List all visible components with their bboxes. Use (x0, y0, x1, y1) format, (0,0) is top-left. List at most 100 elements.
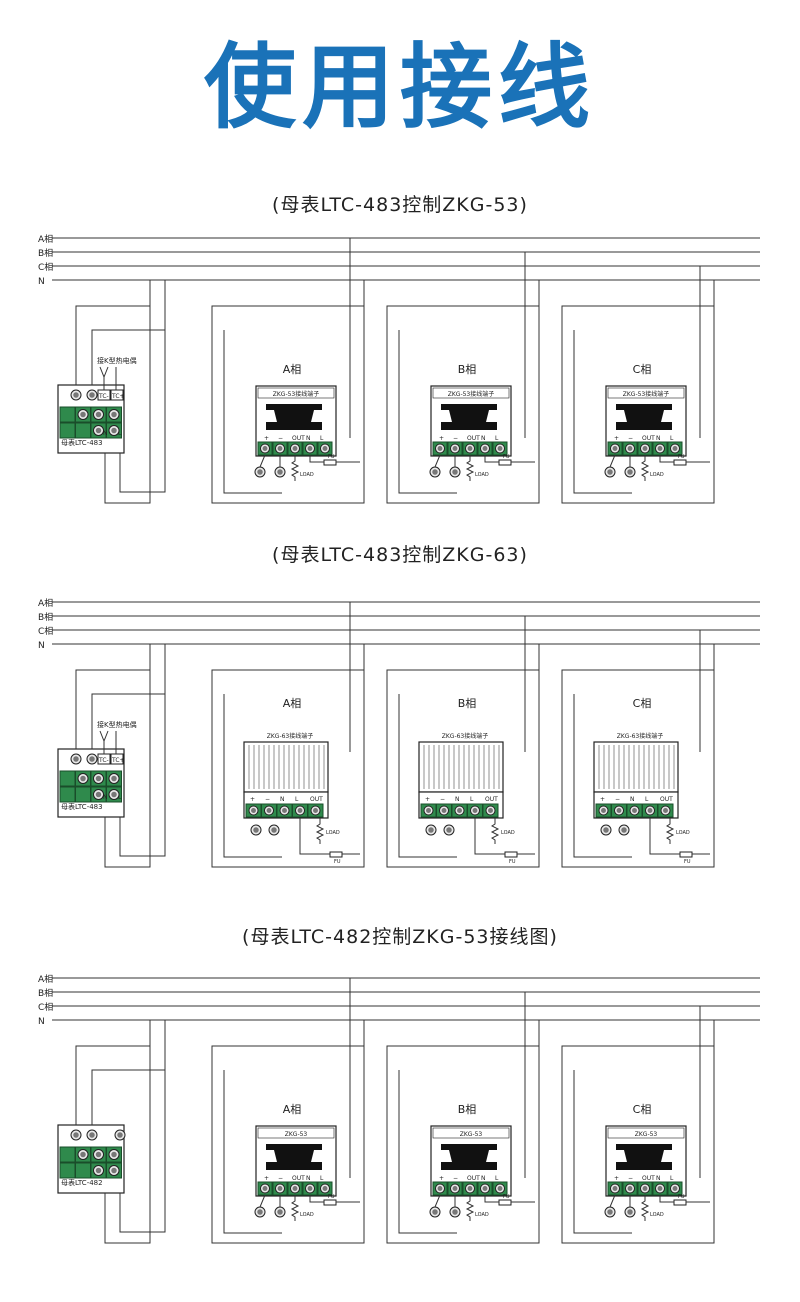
wire (259, 454, 266, 468)
screw-head (89, 1132, 95, 1138)
heatsink-logo (616, 404, 672, 430)
meter-terminal (93, 1165, 104, 1176)
screw-head (437, 446, 443, 451)
terminal-label: N (280, 796, 285, 803)
module-terminal (614, 805, 624, 816)
page-title: 使用接线 (203, 34, 596, 141)
screw-head (95, 791, 102, 798)
tc-box (110, 389, 124, 401)
meter-terminal (70, 1129, 82, 1141)
terminal-label: OUT (642, 1175, 655, 1182)
heatsink-logo (441, 404, 497, 430)
screw-head (612, 446, 618, 451)
minus-terminal-symbol (449, 466, 461, 478)
module-terminal (640, 1183, 650, 1194)
fuse-label: FU (328, 454, 335, 460)
meter-green-cell (59, 770, 76, 787)
wire-line (119, 1020, 166, 1233)
wire-signal (398, 694, 457, 858)
heatsink-logo (266, 1144, 322, 1170)
screw-head (73, 1132, 79, 1138)
minus-terminal-symbol (618, 824, 630, 836)
fuse-symbol (673, 1199, 687, 1206)
meter-terminal (108, 409, 120, 420)
meter-term-label: L (118, 430, 122, 437)
module-terminal (320, 443, 330, 454)
screw-head (607, 1209, 613, 1215)
meter-green-cell (59, 1146, 76, 1163)
module-terminal (275, 1183, 285, 1194)
fuse-label: FU (334, 859, 341, 865)
screw-head (251, 808, 256, 813)
wire-line (119, 280, 166, 493)
module-terminal (279, 805, 290, 816)
section-subtitle-2: (母表LTC-483控制ZKG-63) (272, 544, 528, 566)
bus-label: N (38, 1017, 45, 1027)
screw-head (80, 775, 86, 782)
module-terminal (495, 1183, 505, 1194)
wire (299, 818, 330, 855)
module-terminal (260, 443, 270, 454)
wire-signal (398, 330, 457, 494)
screw-head (277, 469, 283, 475)
meter-terminal (93, 425, 104, 436)
thermocouple-lead (99, 366, 109, 379)
screw-head (497, 1186, 503, 1191)
terminal-label: OUT (292, 435, 305, 442)
heatsink-logo (266, 404, 322, 430)
screw-head (80, 1151, 86, 1158)
tc-label: TC- (98, 393, 109, 400)
terminal-label: N (656, 435, 661, 442)
module-terminal (423, 805, 434, 816)
minus-terminal-symbol (443, 824, 455, 836)
terminal-label: − (628, 1175, 633, 1182)
fuse-label: FU (684, 859, 691, 865)
terminal-label: OUT (292, 1175, 305, 1182)
relay-header (432, 1127, 510, 1139)
phase-label: C相 (633, 697, 652, 710)
relay-header (257, 387, 335, 399)
terminal-label: − (628, 435, 633, 442)
screw-head (292, 1186, 298, 1191)
screw-head (111, 775, 117, 782)
wire (484, 455, 499, 463)
module-terminal (670, 1183, 680, 1194)
terminal-label: OUT (642, 435, 655, 442)
meter-green-cell (59, 786, 76, 803)
wire-neutral (211, 1020, 365, 1244)
wire (309, 1195, 324, 1203)
module-terminal (305, 443, 315, 454)
fuse-symbol (673, 459, 687, 466)
screw-head (253, 827, 259, 833)
module-terminal (290, 1183, 300, 1194)
module-title: ZKG-63接线端子 (267, 732, 314, 740)
screw-head (313, 808, 318, 813)
plus-terminal-symbol (600, 824, 612, 836)
wire-signal (223, 694, 282, 858)
fuse-label: FU (503, 454, 510, 460)
terminal-label: L (670, 1175, 674, 1182)
load-label: LOAD (676, 830, 690, 836)
terminal-label: OUT (485, 796, 498, 803)
wire-signal (573, 1070, 632, 1234)
wire-signal (398, 1070, 457, 1234)
screw-head (262, 446, 268, 451)
bus-label: A相 (38, 973, 53, 985)
thermocouple-label: 接K型热电偶 (97, 720, 137, 729)
screw-head (603, 827, 609, 833)
screw-head (117, 1132, 123, 1138)
screw-head (297, 808, 303, 813)
phase-label: A相 (283, 363, 302, 376)
screw-head (292, 446, 298, 451)
screw-head (467, 1186, 473, 1191)
minus-terminal-symbol (268, 824, 280, 836)
screw-head (271, 827, 277, 833)
plus-terminal-symbol (254, 466, 266, 478)
wire (484, 1195, 499, 1203)
fuse-label: FU (328, 1194, 335, 1200)
